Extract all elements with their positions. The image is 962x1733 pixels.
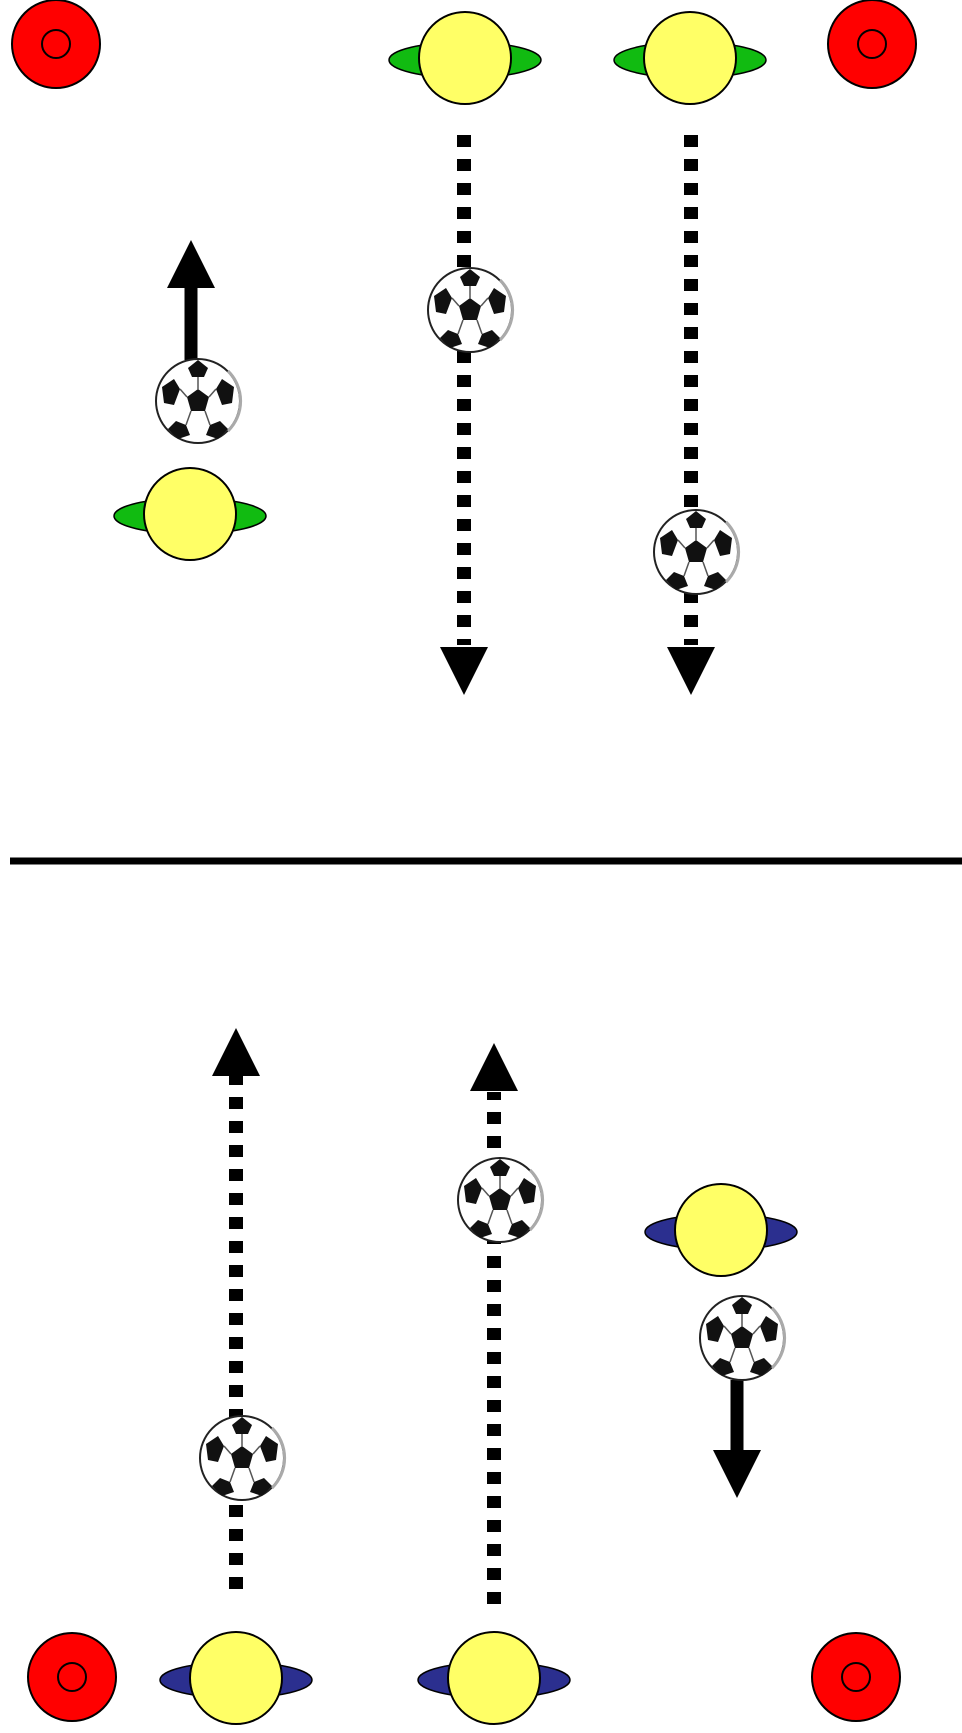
player-icon bbox=[114, 468, 266, 560]
player-icon bbox=[160, 1632, 312, 1724]
player-icon bbox=[418, 1632, 570, 1724]
cone-icon bbox=[812, 1633, 900, 1721]
arrow-icon bbox=[713, 1450, 761, 1498]
cone-icon bbox=[28, 1633, 116, 1721]
soccer-ball-icon bbox=[428, 268, 513, 352]
player-icon bbox=[389, 12, 541, 104]
soccer-ball-icon bbox=[700, 1296, 785, 1380]
player-icon bbox=[614, 12, 766, 104]
soccer-ball-icon bbox=[654, 510, 739, 594]
soccer-ball-icon bbox=[458, 1158, 543, 1242]
soccer-ball-icon bbox=[156, 359, 241, 443]
cone-icon bbox=[12, 0, 100, 88]
arrow-icon bbox=[667, 647, 715, 695]
arrow-icon bbox=[440, 647, 488, 695]
player-icon bbox=[645, 1184, 797, 1276]
arrow-icon bbox=[167, 240, 215, 288]
arrow-icon bbox=[212, 1028, 260, 1076]
cone-icon bbox=[828, 0, 916, 88]
arrow-icon bbox=[470, 1043, 518, 1091]
soccer-ball-icon bbox=[200, 1416, 285, 1500]
